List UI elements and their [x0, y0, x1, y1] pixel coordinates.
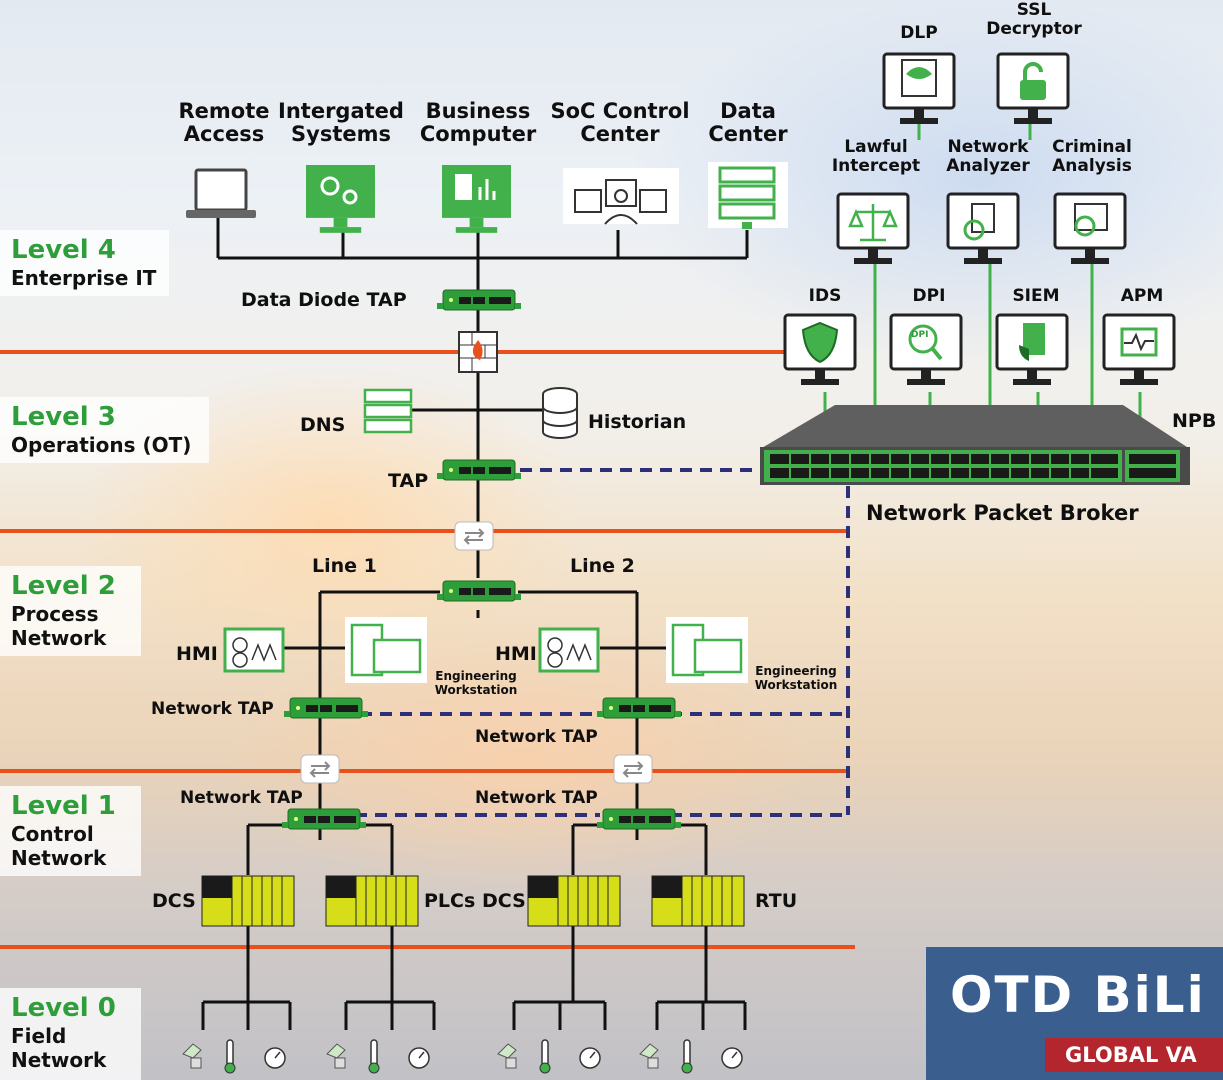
- eng-ws-1-line2: Workstation: [434, 683, 518, 698]
- level-0-box: Level 0 Field Network: [0, 988, 141, 1080]
- integrated-systems-label: Intergated Systems: [274, 99, 408, 147]
- network-tap-label-l2-right: Network TAP: [475, 727, 598, 747]
- level-0-subtitle-1: Field: [11, 1023, 67, 1048]
- soc-control-center-label: SoC Control Center: [548, 99, 692, 147]
- rtu-label: RTU: [755, 890, 798, 912]
- dns-server-icon: [363, 388, 413, 434]
- level-1-subtitle-2: Network: [11, 845, 107, 870]
- ssl-line1: SSL: [1016, 0, 1052, 20]
- criminal-analysis-label: Criminal Analysis: [1044, 138, 1140, 175]
- level-3-box: Level 3 Operations (OT): [0, 397, 209, 463]
- hmi-label-2: HMI: [495, 643, 537, 665]
- remote-access-line2: Access: [183, 122, 265, 147]
- ssl-decryptor-label: SSL Decryptor: [984, 1, 1084, 38]
- network-tap-label-l1-left: Network TAP: [180, 788, 303, 808]
- dns-label: DNS: [300, 414, 346, 436]
- network-tap-label-l1-right: Network TAP: [475, 788, 598, 808]
- soc-line2: Center: [580, 122, 660, 147]
- integrated-systems-line1: Intergated: [278, 99, 404, 123]
- soc-line1: SoC Control: [550, 99, 690, 123]
- data-center-line2: Center: [708, 122, 788, 147]
- business-computer-label: Business Computer: [414, 99, 542, 147]
- apm-label: APM: [1120, 286, 1164, 306]
- soc-center-icon: [563, 168, 679, 225]
- level-1-title: Level 1: [11, 791, 116, 821]
- lawful-line2: Intercept: [831, 155, 921, 176]
- level-0-title: Level 0: [11, 993, 116, 1023]
- level-3-subtitle: Operations (OT): [11, 432, 192, 457]
- analyzer-line2: Analyzer: [946, 155, 1030, 176]
- engineering-ws-label-1: Engineering Workstation: [428, 669, 524, 698]
- engineering-ws-label-2: Engineering Workstation: [748, 664, 844, 693]
- business-computer-line2: Computer: [419, 122, 537, 147]
- eng-ws-2-line2: Workstation: [754, 678, 838, 693]
- hmi-icon-2: [538, 627, 600, 673]
- analyzer-line1: Network: [947, 137, 1029, 157]
- level-1-subtitle-1: Control: [11, 821, 94, 846]
- data-diode-tap-label: Data Diode TAP: [241, 289, 407, 311]
- dpi-icon-text: DPI: [911, 330, 929, 340]
- plcs-label: PLCs: [424, 890, 476, 912]
- laptop-icon: [186, 168, 256, 218]
- integrated-systems-line2: Systems: [291, 122, 391, 147]
- ssl-line2: Decryptor: [986, 18, 1082, 39]
- dlp-label: DLP: [900, 23, 938, 43]
- level-2-title: Level 2: [11, 571, 116, 601]
- network-analyzer-label: Network Analyzer: [940, 138, 1036, 175]
- level-3-title: Level 3: [11, 402, 116, 432]
- level-4-box: Level 4 Enterprise IT: [0, 230, 169, 296]
- data-center-line1: Data: [720, 99, 776, 123]
- eng-ws-2-line1: Engineering: [755, 664, 837, 678]
- level-2-subtitle-1: Process: [11, 601, 99, 626]
- level-4-subtitle: Enterprise IT: [11, 265, 157, 290]
- historian-db-icon: [542, 387, 578, 439]
- lawful-intercept-label: Lawful Intercept: [828, 138, 924, 175]
- dcs-label-1: DCS: [152, 890, 196, 912]
- tap-label: TAP: [388, 470, 429, 492]
- line-2-label: Line 2: [570, 555, 635, 577]
- criminal-line2: Analysis: [1052, 155, 1132, 176]
- integrated-systems-icon: [306, 165, 375, 233]
- brand-tagline: GLOBAL VA: [1045, 1038, 1223, 1072]
- siem-label: SIEM: [1012, 286, 1060, 306]
- dpi-label: DPI: [912, 286, 946, 306]
- ids-label: IDS: [808, 286, 842, 306]
- level-4-title: Level 4: [11, 235, 116, 265]
- brand-name: OTD BiLi: [950, 966, 1206, 1024]
- lawful-line1: Lawful: [844, 137, 908, 157]
- dcs-label-2: DCS: [482, 890, 526, 912]
- engineering-ws-icon-1: [345, 617, 427, 683]
- npb-short-label: NPB: [1172, 410, 1217, 432]
- npb-full-label: Network Packet Broker: [866, 501, 1139, 525]
- data-center-label: Data Center: [700, 99, 796, 147]
- historian-label: Historian: [588, 411, 687, 433]
- criminal-line1: Criminal: [1052, 137, 1132, 157]
- level-2-subtitle-2: Network: [11, 625, 107, 650]
- remote-access-label: Remote Access: [174, 99, 274, 147]
- hmi-label-1: HMI: [176, 643, 218, 665]
- business-computer-line1: Business: [425, 99, 531, 123]
- network-tap-label-l2-left: Network TAP: [151, 699, 274, 719]
- level-0-subtitle-2: Network: [11, 1047, 107, 1072]
- level-1-box: Level 1 Control Network: [0, 786, 141, 876]
- engineering-ws-icon-2: [666, 617, 748, 683]
- npb-device: [760, 405, 1190, 485]
- firewall-icon: [458, 331, 498, 373]
- hmi-icon-1: [223, 627, 285, 673]
- level-2-box: Level 2 Process Network: [0, 566, 141, 656]
- line-1-label: Line 1: [312, 555, 377, 577]
- business-computer-icon: [442, 165, 511, 233]
- data-center-icon: [708, 162, 788, 229]
- eng-ws-1-line1: Engineering: [435, 669, 517, 683]
- remote-access-line1: Remote: [178, 99, 270, 123]
